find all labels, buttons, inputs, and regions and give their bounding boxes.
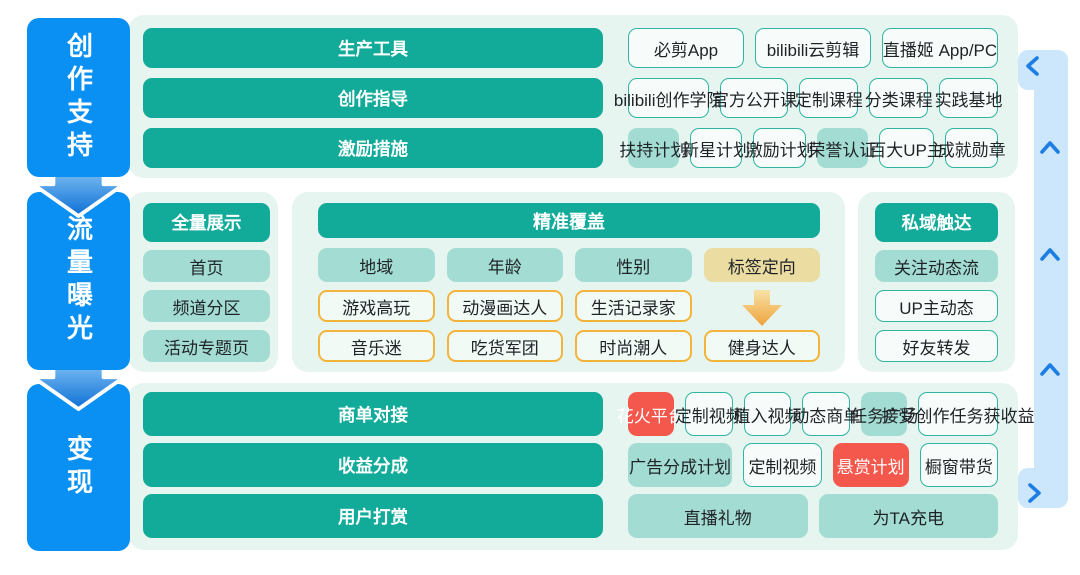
row-boxes: 必剪App bilibili云剪辑直播姬 App/PC bbox=[628, 28, 998, 68]
audience-tag-box: 吃货军团 bbox=[446, 330, 563, 362]
tag-targeting-arrow-cell bbox=[704, 290, 821, 328]
row-boxes: 直播礼物为TA充电 bbox=[628, 494, 998, 538]
audience-tag-box: 游戏高玩 bbox=[318, 290, 435, 322]
flow-box-outline: 定制课程 bbox=[795, 78, 863, 118]
chevron-up-icon bbox=[1040, 248, 1060, 261]
flow-box-fill: 首页 bbox=[143, 250, 270, 282]
flow-box-outline: 动态商单 bbox=[792, 392, 860, 436]
feedback-loop-track bbox=[1018, 50, 1068, 508]
flow-box-outline: 好友转发 bbox=[875, 330, 998, 362]
flow-box-outline: 橱窗带货 bbox=[919, 443, 998, 487]
audience-tag-box: 时尚潮人 bbox=[575, 330, 692, 362]
row-category-label: 收益分成 bbox=[143, 443, 603, 487]
flow-box-outline: 实践基地 bbox=[935, 78, 1003, 118]
flow-box-outline: 分类课程 bbox=[865, 78, 933, 118]
flow-box-fill: 荣誉认证 bbox=[808, 128, 876, 168]
stage-banner-traffic-exposure: 流量曝光 bbox=[27, 192, 130, 370]
row-boxes: bilibili创作学院官方公开课定制课程分类课程实践基地 bbox=[614, 78, 1003, 118]
audience-filter-fill: 地域 bbox=[318, 248, 435, 282]
stage-banner-creation-support: 创作支持 bbox=[27, 18, 130, 177]
column-header-full-display: 全量展示 bbox=[143, 203, 270, 242]
flow-box-outline: 直播姬 App/PC bbox=[882, 28, 998, 68]
audience-tag-box: 生活记录家 bbox=[575, 290, 692, 322]
audience-tag-box: 动漫画达人 bbox=[446, 290, 563, 322]
row-boxes: 广告分成计划定制视频悬赏计划橱窗带货 bbox=[628, 443, 998, 487]
row-boxes: 扶持计划新星计划激励计划荣誉认证百大UP主成就勋章 bbox=[619, 128, 1006, 168]
column-header-precision-coverage: 精准覆盖 bbox=[318, 203, 820, 238]
audience-tag-box: 健身达人 bbox=[703, 330, 820, 362]
flow-box-fill: 扶持计划 bbox=[619, 128, 687, 168]
loop-vertical-bar bbox=[1034, 50, 1068, 508]
flow-box-fill: 广告分成计划 bbox=[628, 443, 733, 487]
loop-top-arm bbox=[1018, 50, 1068, 90]
diagram-row: 生产工具必剪App bilibili云剪辑直播姬 App/PC bbox=[143, 28, 998, 68]
audience-filter-fill: 年龄 bbox=[446, 248, 563, 282]
flow-box-outline: 官方公开课 bbox=[712, 78, 797, 118]
audience-tag-row: 游戏高玩动漫画达人生活记录家 bbox=[318, 290, 820, 326]
panel-full-display: 全量展示首页频道分区活动专题页 bbox=[128, 192, 278, 372]
chevron-right-icon bbox=[1028, 483, 1041, 503]
row-category-label: 激励措施 bbox=[143, 128, 603, 168]
diagram-row: 收益分成广告分成计划定制视频悬赏计划橱窗带货 bbox=[143, 443, 998, 487]
flow-box-outline: 植入视频 bbox=[734, 392, 802, 436]
flow-box-fill: 为TA充电 bbox=[818, 494, 998, 538]
row-category-label: 创作指导 bbox=[143, 78, 603, 118]
diagram-row: 用户打赏直播礼物为TA充电 bbox=[143, 494, 998, 538]
flow-box-outline: 新星计划 bbox=[682, 128, 750, 168]
flow-box-outline: 百大UP主 bbox=[869, 128, 944, 168]
audience-tag-row: 音乐迷吃货军团时尚潮人健身达人 bbox=[318, 330, 820, 362]
stage-banner-label: 流量曝光 bbox=[63, 215, 94, 347]
flow-box-outline: 接受创作任务获收益 bbox=[882, 392, 1035, 436]
row-category-label: 商单对接 bbox=[143, 392, 603, 436]
flow-box-outline: bilibili云剪辑 bbox=[755, 28, 871, 68]
stage-banner-label: 创作支持 bbox=[63, 31, 94, 164]
diagram-row: 商单对接花火平台定制视频植入视频动态商单任务广场接受创作任务获收益 bbox=[143, 392, 1035, 436]
loop-bottom-arm bbox=[1018, 468, 1068, 508]
flow-box-fill: 活动专题页 bbox=[143, 330, 270, 362]
panel-precision-coverage: 精准覆盖地域年龄性别标签定向游戏高玩动漫画达人生活记录家音乐迷吃货军团时尚潮人健… bbox=[292, 192, 845, 372]
stage-banner-monetization: 变现 bbox=[27, 384, 130, 551]
flow-box-outline: 定制视频 bbox=[743, 443, 822, 487]
audience-filter-row: 地域年龄性别标签定向 bbox=[318, 248, 820, 282]
flow-box-fill: 关注动态流 bbox=[875, 250, 998, 282]
flow-box-outline: 激励计划 bbox=[746, 128, 814, 168]
panel-creation-support: 生产工具必剪App bilibili云剪辑直播姬 App/PC 创作指导 bilibi… bbox=[128, 15, 1018, 178]
row-category-label: 生产工具 bbox=[143, 28, 603, 68]
diagram-row: 创作指导 bilibili创作学院官方公开课定制课程分类课程实践基地 bbox=[143, 78, 1003, 118]
flow-box-outline: UP主动态 bbox=[875, 290, 998, 322]
flow-box-outline: 必剪App bbox=[628, 28, 744, 68]
panel-private-reach: 私域触达关注动态流 UP主动态好友转发 bbox=[858, 192, 1015, 372]
flow-box-fill: 频道分区 bbox=[143, 290, 270, 322]
flow-box-outline: 定制视频 bbox=[675, 392, 743, 436]
flow-box-outline: 成就勋章 bbox=[938, 128, 1006, 168]
audience-filter-tan: 标签定向 bbox=[703, 248, 820, 282]
audience-tag-box: 音乐迷 bbox=[318, 330, 435, 362]
row-boxes: 花火平台定制视频植入视频动态商单任务广场接受创作任务获收益 bbox=[617, 392, 1035, 436]
tag-targeting-down-arrow-icon bbox=[741, 290, 782, 326]
chevron-up-icon bbox=[1040, 363, 1060, 376]
panel-monetization: 商单对接花火平台定制视频植入视频动态商单任务广场接受创作任务获收益收益分成广告分… bbox=[128, 383, 1035, 550]
audience-filter-fill: 性别 bbox=[575, 248, 692, 282]
flow-box-fill: 直播礼物 bbox=[628, 494, 808, 538]
flow-box-red: 悬赏计划 bbox=[832, 443, 909, 487]
row-category-label: 用户打赏 bbox=[143, 494, 603, 538]
flow-box-outline: bilibili创作学院 bbox=[614, 78, 723, 118]
flow-box-fill: 任务广场 bbox=[850, 392, 918, 436]
column-header-private-reach: 私域触达 bbox=[875, 203, 998, 242]
chevron-left-icon bbox=[1026, 56, 1039, 76]
stage-banner-label: 变现 bbox=[63, 434, 94, 501]
diagram-row: 激励措施扶持计划新星计划激励计划荣誉认证百大UP主成就勋章 bbox=[143, 128, 1006, 168]
flow-box-red: 花火平台 bbox=[617, 392, 685, 436]
chevron-up-icon bbox=[1040, 141, 1060, 154]
